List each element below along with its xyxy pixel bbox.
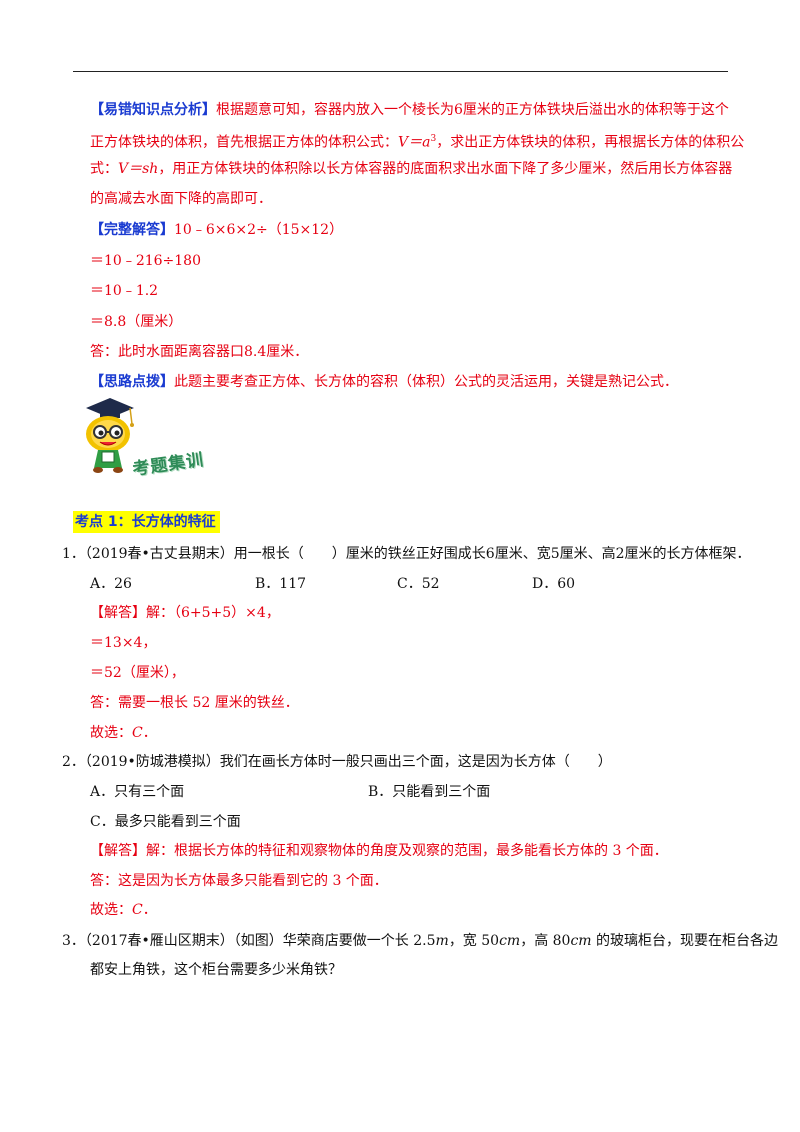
tip-line: 【思路点拨】此题主要考查正方体、长方体的容积（体积）公式的灵活运用，关键是熟记公… [90, 374, 678, 390]
q1-answer-line-2: ＝52（厘米）， [90, 665, 185, 681]
q2-answer-tag: 【解答】 [90, 843, 146, 859]
q3-stem: 3．（2017春•雁山区期末）（如图）华荣商店要做一个长 2.5m，宽 50cm… [62, 933, 779, 949]
analysis-line-2: 正方体铁块的体积，首先根据正方体的体积公式：V＝a3，求出正方体铁块的体积，再根… [90, 134, 745, 151]
q1-option-a: A．26 [90, 576, 132, 592]
analysis-line-1: 【易错知识点分析】根据题意可知，容器内放入一个棱长为6厘米的正方体铁块后溢出水的… [90, 102, 729, 118]
q2-answer-line-1: 答：这是因为长方体最多只能看到它的 3 个面． [90, 873, 388, 889]
solution-line-2: ＝10﹣1.2 [90, 283, 159, 299]
solution-line-1: ＝10﹣216÷180 [90, 253, 201, 269]
analysis-line-3: 式：V＝sh，用正方体铁块的体积除以长方体容器的底面积求出水面下降了多少厘米，然… [90, 161, 733, 177]
q2-number: 2． [62, 754, 85, 770]
q1-option-c: C．52 [397, 576, 440, 592]
q1-answer-line-1: ＝13×4， [90, 635, 157, 651]
header-rule [73, 71, 728, 72]
q1-answer-line-0: 【解答】解：（6+5+5）×4， [90, 605, 280, 621]
q1-option-d: D．60 [532, 576, 576, 592]
q3-stem-line-2: 都安上角铁，这个柜台需要多少米角铁？ [90, 962, 342, 978]
solution-line-3: ＝8.8（厘米） [90, 314, 183, 330]
solution-tag: 【完整解答】 [90, 222, 174, 238]
q1-stem: 1．（2019春•古丈县期末）用一根长（ ）厘米的铁丝正好围成长6厘米、宽5厘米… [62, 546, 751, 562]
q2-option-c: C．最多只能看到三个面 [90, 814, 241, 830]
q2-choice: 故选：C． [90, 902, 157, 918]
q1-option-b: B．117 [255, 576, 307, 592]
q2-option-a: A．只有三个面 [90, 784, 185, 800]
q2-answer-line-0: 【解答】解：根据长方体的特征和观察物体的角度及观察的范围，最多能看长方体的 3 … [90, 843, 668, 859]
mascot-scholar-icon [86, 398, 134, 473]
q3-number: 3． [62, 933, 85, 949]
solution-line-0: 【完整解答】10﹣6×6×2÷（15×12） [90, 222, 344, 238]
formula-cuboid: V＝sh [118, 161, 159, 177]
formula-cube: V＝a [398, 134, 431, 151]
q1-number: 1． [62, 546, 85, 562]
q2-stem: 2．（2019•防城港模拟）我们在画长方体时一般只画出三个面，这是因为长方体（ … [62, 754, 612, 770]
section-art-title: 考题集训 [131, 450, 206, 480]
q2-option-b: B．只能看到三个面 [368, 784, 491, 800]
analysis-line-4: 的高减去水面下降的高即可． [90, 191, 272, 207]
analysis-tag: 【易错知识点分析】 [90, 102, 216, 118]
kaodian-heading: 考点 1：长方体的特征 [73, 511, 220, 533]
q1-answer-line-3: 答：需要一根长 52 厘米的铁丝． [90, 695, 299, 711]
tip-tag: 【思路点拨】 [90, 374, 174, 390]
q1-choice: 故选：C． [90, 725, 157, 741]
q1-answer-tag: 【解答】 [90, 605, 146, 621]
solution-answer: 答：此时水面距离容器口8.4厘米． [90, 344, 309, 360]
